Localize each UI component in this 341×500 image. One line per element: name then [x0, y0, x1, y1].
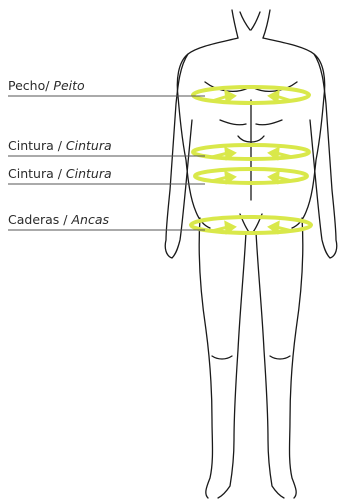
hips-label: Caderas / Ancas: [8, 213, 109, 227]
neck-outline: [232, 10, 270, 38]
waist1-label: Cintura / Cintura: [8, 139, 112, 153]
right-arm-outline: [310, 54, 337, 258]
hip-band: [191, 217, 311, 233]
circular-arrows: [212, 92, 292, 232]
right-leg-outline: [290, 218, 303, 498]
waist2-label: Cintura / Cintura: [8, 167, 112, 181]
chest-label: Pecho/ Peito: [8, 79, 85, 93]
left-leg-outline: [199, 218, 212, 498]
